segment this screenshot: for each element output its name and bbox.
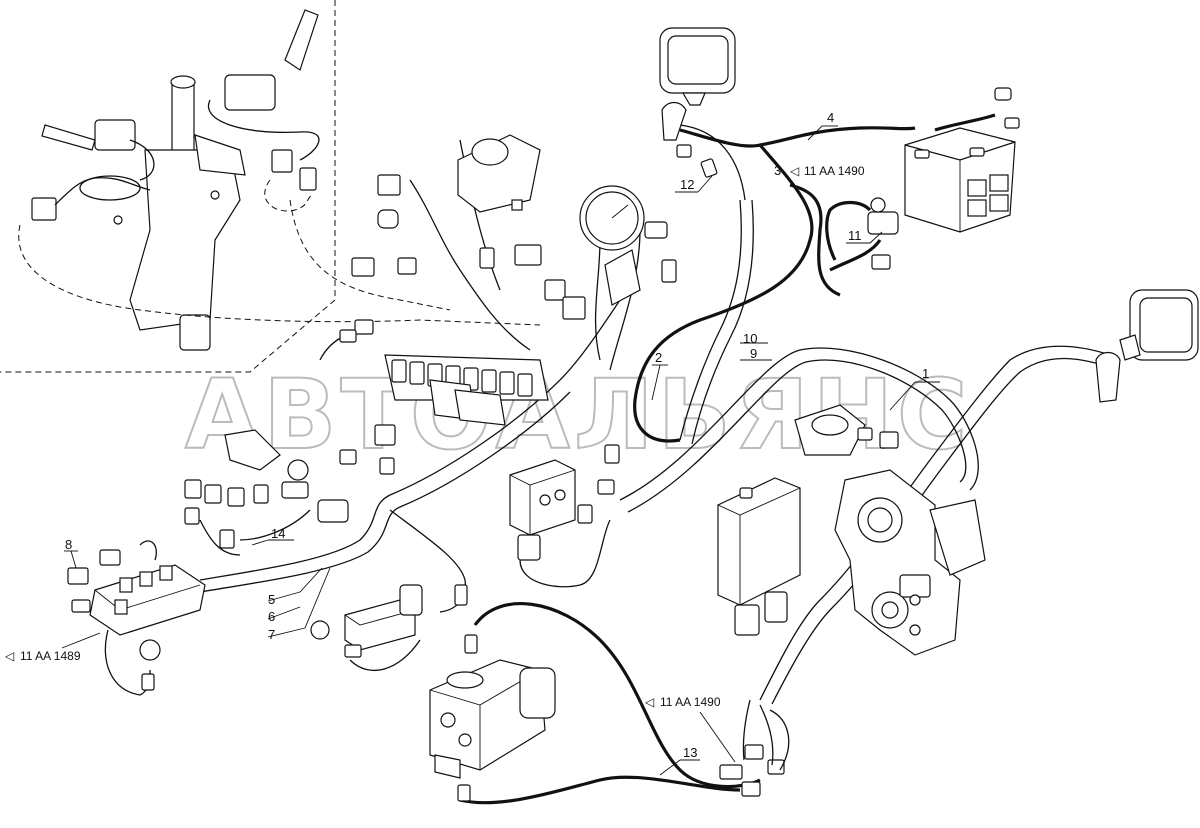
callouts: 1 2 3 ◁ 11 AA 1490 4 5 6 7 8 9 10 11 12 …: [5, 110, 940, 776]
arrow-3: ◁: [790, 164, 800, 178]
right-stalk-switch: [224, 74, 276, 111]
callout-12: 12: [680, 177, 694, 192]
left-stalk-switch: [94, 119, 136, 151]
left-stalk-lever: [41, 124, 96, 151]
callout-5: 5: [268, 592, 275, 607]
callout-11: 11: [848, 228, 862, 243]
main-harness: [199, 124, 1111, 705]
arrow-left-ref: ◁: [5, 649, 15, 663]
connector-bundle: [719, 699, 790, 797]
callout-1: 1: [922, 366, 929, 381]
instrument-gauge: [579, 185, 668, 306]
fuse-relay-bank: [384, 354, 549, 426]
left-components: [184, 424, 396, 556]
right-stalk-lever: [284, 9, 319, 71]
callout-8: 8: [65, 537, 72, 552]
callout-9: 9: [750, 346, 757, 361]
callout-6: 6: [268, 609, 275, 624]
reference-left: 11 AA 1489: [20, 649, 81, 663]
watermark: АВТОАЛЬЯНС: [185, 359, 971, 471]
callout-7: 7: [268, 627, 275, 642]
fuse-box: [67, 540, 206, 696]
battery-isolator: [867, 197, 899, 270]
steering-column-inset: [18, 9, 541, 351]
callout-14: 14: [271, 526, 285, 541]
solenoid-valve: [310, 509, 468, 671]
control-unit: [717, 477, 801, 636]
relay-box: [457, 134, 541, 213]
hydraulic-valve-block: [429, 634, 556, 802]
callout-2: 2: [655, 350, 662, 365]
battery: [904, 87, 1020, 233]
inset-boundary: [0, 0, 336, 373]
callout-13: 13: [683, 745, 697, 760]
reference-bottom: 11 AA 1490: [660, 695, 721, 709]
callout-3: 3: [774, 163, 781, 178]
battery-cables: [459, 113, 996, 805]
transmission-housing: [834, 469, 986, 656]
seat-switch: [794, 404, 899, 456]
hitch-control-valve: [509, 444, 620, 588]
callout-10: 10: [743, 331, 757, 346]
work-lamp-top: [659, 27, 736, 178]
work-lamp-right: [1095, 289, 1199, 403]
harness-connectors: [339, 174, 677, 343]
callout-4: 4: [827, 110, 834, 125]
arrow-bottom-ref: ◁: [645, 695, 655, 709]
reference-3: 11 AA 1490: [804, 164, 865, 178]
